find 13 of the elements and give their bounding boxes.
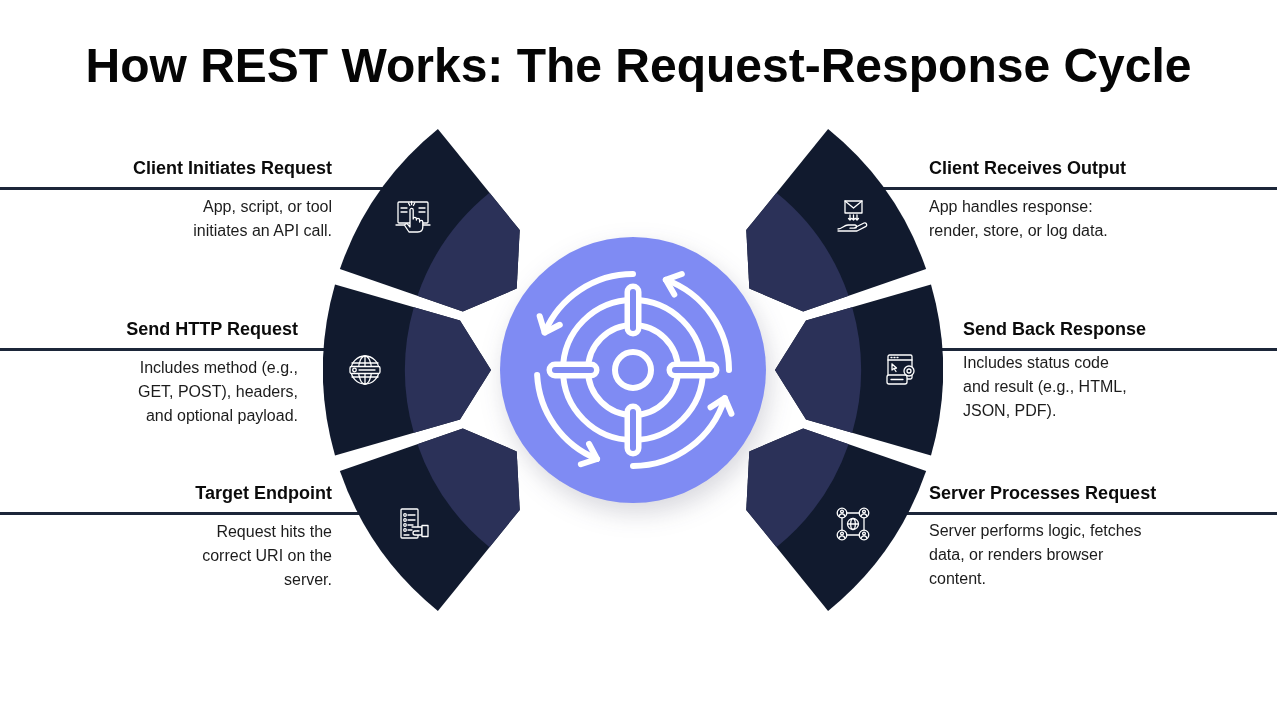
step-title: Server Processes Request [929, 482, 1157, 504]
step-description: Server performs logic, fetches data, or renders browser content. [929, 521, 1143, 589]
step-description: Includes method (e.g., GET, POST), headers, and optional payload. [136, 358, 298, 426]
step-description: Includes status code and result (e.g., HTML, JSON, PDF). [963, 353, 1128, 421]
step-description: App, script, or tool initiates an API call. [192, 197, 332, 241]
step-title: Send HTTP Request [126, 318, 298, 340]
step-description: Request hits the correct URI on the server. [201, 522, 332, 590]
step-title: Send Back Response [963, 318, 1147, 340]
step-description: App handles response: render, store, or log data. [929, 197, 1109, 241]
step-title: Target Endpoint [195, 482, 332, 504]
step-title: Client Initiates Request [132, 157, 332, 179]
step-title: Client Receives Output [929, 157, 1127, 179]
diagram-title: How REST Works: The Request-Response Cycle [85, 38, 1192, 94]
